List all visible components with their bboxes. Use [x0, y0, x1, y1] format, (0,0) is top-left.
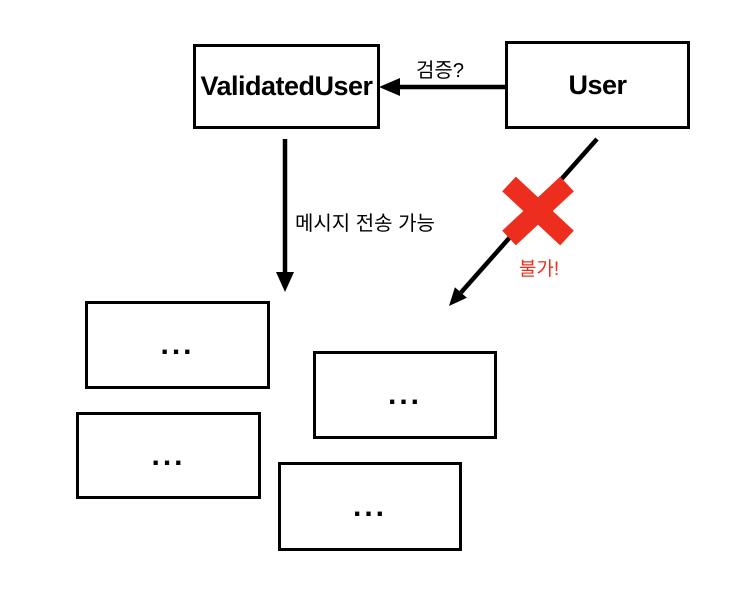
- edge-label-blocked: 불가!: [518, 259, 560, 280]
- node-validated-user-label: ValidatedUser: [200, 71, 373, 101]
- node-validated-user: ValidatedUser: [193, 44, 380, 129]
- arrowhead-downleft-icon: [449, 287, 467, 306]
- node-placeholder: ...: [278, 462, 462, 551]
- node-user-label: User: [568, 69, 627, 100]
- blocked-x-icon: [502, 176, 574, 246]
- node-placeholder-label: ...: [160, 328, 195, 361]
- arrowhead-down-icon: [276, 272, 294, 292]
- node-placeholder-label: ...: [352, 489, 387, 523]
- node-placeholder-label: ...: [151, 438, 186, 472]
- edge-label-send-ok: 메시지 전송 가능: [295, 213, 435, 235]
- node-placeholder: ...: [76, 412, 261, 499]
- edge-label-validate: 검증?: [416, 60, 464, 82]
- node-placeholder-label: ...: [387, 378, 422, 411]
- node-user: User: [505, 41, 690, 129]
- node-placeholder: ...: [313, 351, 497, 439]
- arrow-validateduser-down: [276, 139, 294, 292]
- node-placeholder: ...: [85, 301, 270, 389]
